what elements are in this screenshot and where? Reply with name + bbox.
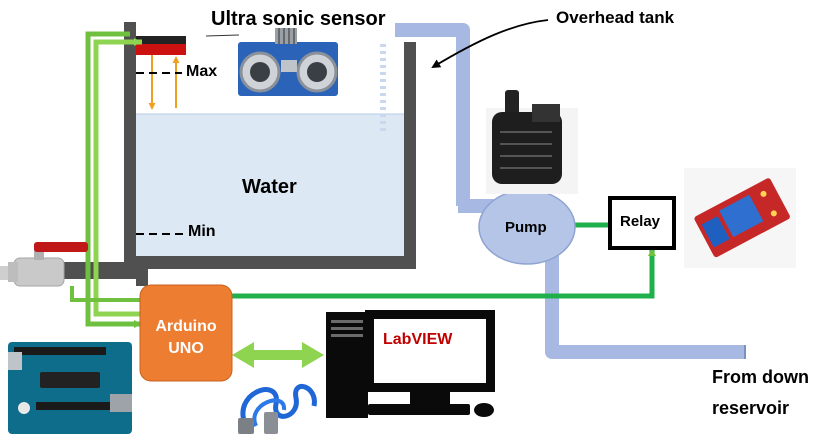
tank-water — [136, 114, 404, 256]
arduino-label-line2: UNO — [168, 340, 204, 357]
water-pump-icon — [486, 90, 578, 194]
pump-label: Pump — [505, 219, 547, 236]
relay-module-icon — [684, 168, 796, 268]
labview-label: LabVIEW — [383, 331, 453, 348]
computer-icon — [326, 310, 495, 418]
arduino-label-line1: Arduino — [155, 318, 217, 335]
ultrasonic-sensor-icon — [238, 28, 338, 96]
serial-link-arrow — [232, 342, 324, 368]
relay-node — [608, 196, 676, 250]
relay-label: Relay — [620, 213, 661, 230]
sensor-label: Ultra sonic sensor — [211, 8, 386, 30]
water-label: Water — [242, 176, 297, 198]
arduino-relay-wire — [232, 248, 656, 299]
pipe-system — [380, 23, 746, 359]
level-sensor-head — [136, 36, 186, 110]
arduino-board-icon — [8, 342, 132, 434]
valve-icon — [0, 242, 88, 287]
sensor-wiring — [70, 31, 142, 328]
usb-cable-icon — [238, 384, 317, 434]
overhead-tank-label: Overhead tank — [556, 8, 675, 27]
overhead-tank — [62, 22, 416, 286]
arduino-node — [139, 284, 233, 382]
overhead-tank-pointer — [431, 19, 549, 69]
max-label: Max — [186, 63, 218, 80]
reservoir-label-line2: reservoir — [712, 398, 790, 418]
reservoir-label-line1: From down — [712, 367, 809, 387]
sensor-pointer — [205, 34, 240, 37]
min-label: Min — [188, 223, 216, 240]
